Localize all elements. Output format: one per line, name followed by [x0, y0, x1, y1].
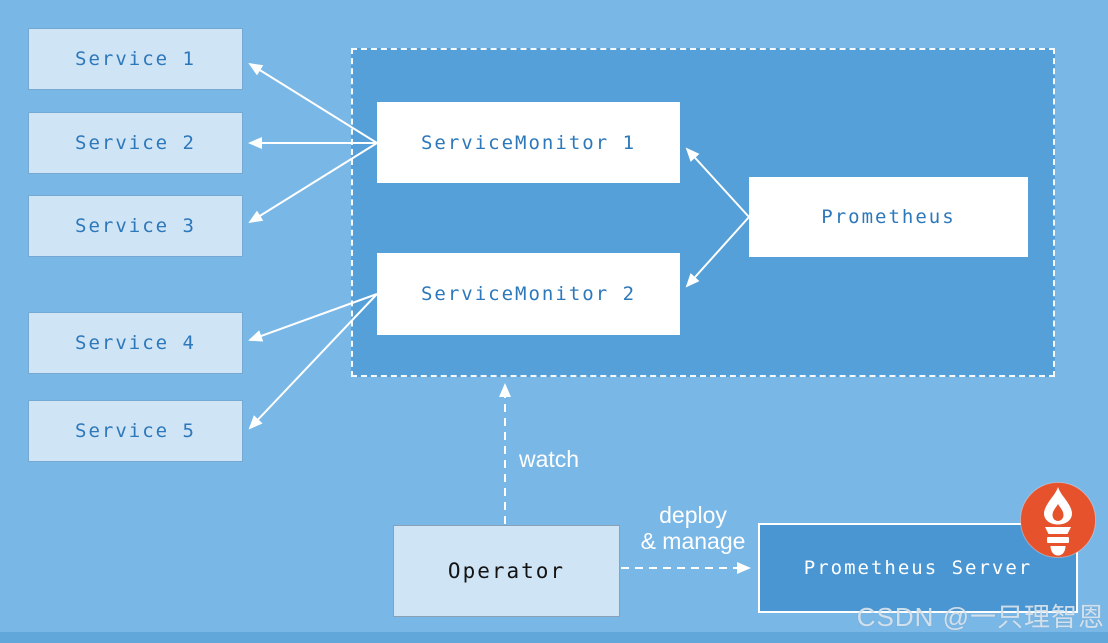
prometheus-logo-icon [1020, 482, 1096, 558]
footer-strip [0, 632, 1108, 643]
service-5-box: Service 5 [28, 400, 243, 462]
deploy-label-line1: deploy [659, 502, 727, 528]
service-1-box: Service 1 [28, 28, 243, 90]
servicemonitor-2-box: ServiceMonitor 2 [377, 253, 680, 335]
servicemonitor-2-label: ServiceMonitor 2 [420, 283, 637, 305]
service-2-box: Service 2 [28, 112, 243, 174]
servicemonitor-1-label: ServiceMonitor 1 [420, 131, 637, 154]
torch-base [1050, 546, 1066, 556]
deploy-manage-edge-label: deploy & manage [628, 502, 758, 554]
watch-edge-label: watch [519, 446, 580, 472]
torch-middle-bar [1047, 537, 1069, 543]
operator-box: Operator [393, 525, 620, 617]
torch-top-bar [1045, 527, 1071, 534]
csdn-watermark: CSDN @一只理智恩 [856, 602, 1105, 632]
operator-label: Operator [447, 559, 566, 583]
service-4-box: Service 4 [28, 312, 243, 374]
prometheus-server-label: Prometheus Server [803, 557, 1033, 579]
prometheus-server-box: Prometheus Server [758, 523, 1078, 613]
service-2-label: Service 2 [75, 132, 196, 154]
flame-icon [1044, 487, 1072, 525]
service-1-label: Service 1 [75, 48, 196, 70]
service-3-box: Service 3 [28, 195, 243, 257]
prometheus-label: Prometheus [821, 206, 956, 228]
prometheus-box: Prometheus [749, 177, 1028, 257]
servicemonitor-1-box: ServiceMonitor 1 [377, 102, 680, 183]
deploy-label-line2: & manage [640, 528, 746, 554]
service-4-label: Service 4 [75, 332, 196, 354]
logo-circle [1020, 482, 1096, 558]
service-5-label: Service 5 [75, 420, 196, 442]
service-3-label: Service 3 [75, 215, 196, 237]
